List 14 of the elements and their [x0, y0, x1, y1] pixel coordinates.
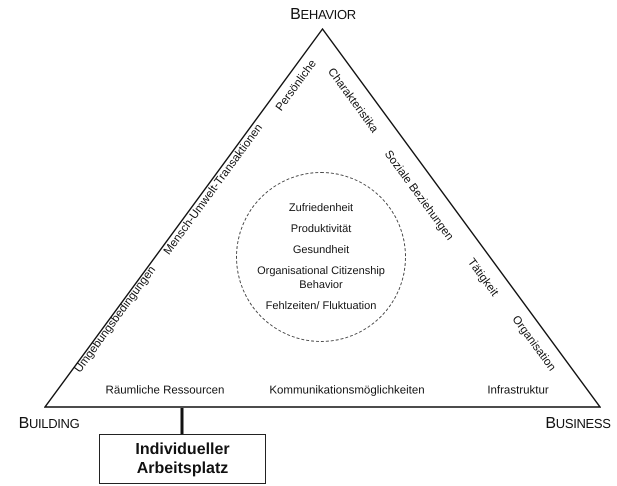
- workplace-box: [99, 434, 266, 484]
- base-label: Räumliche Ressourcen: [106, 385, 224, 397]
- outcome-text: Fehlzeiten/ Fluktuation: [264, 299, 378, 313]
- outcome-text: Gesundheit: [292, 243, 350, 257]
- box-title: Individueller Arbeitsplatz: [134, 440, 231, 478]
- corner-label: BEHAVIOR: [290, 7, 356, 23]
- outcome-text: Organisational Citizenship Behavior: [256, 264, 386, 292]
- corner-label: BUILDING: [18, 416, 80, 432]
- connector-line: [180, 408, 184, 434]
- base-label: Infrastruktur: [487, 385, 549, 397]
- outcome-text: Produktivität: [290, 222, 352, 236]
- outcome-text: Zufriedenheit: [288, 201, 354, 215]
- base-label: Kommunikationsmöglichkeiten: [269, 385, 425, 397]
- corner-label: BUSINESS: [545, 416, 611, 432]
